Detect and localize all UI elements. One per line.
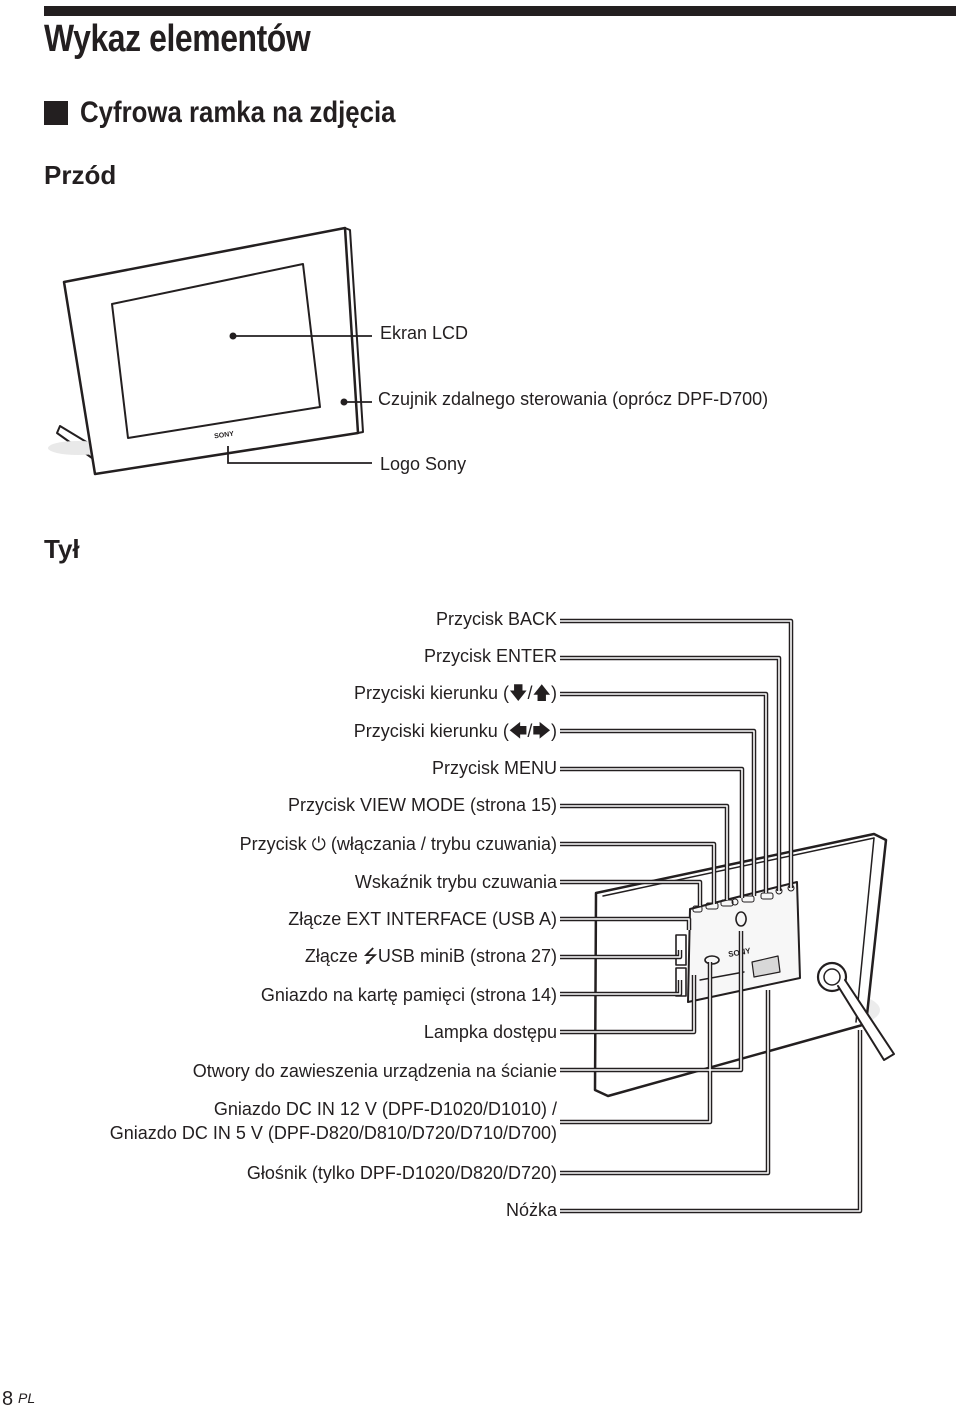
label-enter-button: Przycisk ENTER [423, 646, 557, 666]
label-memory-card-slot: Gniazdo na kartę pamięci (strona 14) [260, 985, 557, 1005]
front-heading: Przód [44, 160, 117, 190]
label-menu-button: Przycisk MENU [432, 758, 557, 778]
label-dc-in-12v: Gniazdo DC IN 12 V (DPF-D1020/D1010) / [213, 1099, 557, 1119]
label-dc-in-5v: Gniazdo DC IN 5 V (DPF-D820/D810/D720/D7… [109, 1123, 557, 1143]
section-title: Cyfrowa ramka na zdjęcia [80, 96, 396, 129]
page-language: PL [18, 1390, 36, 1406]
label-direction-left-right: Przyciski kierunku (🡄/🡆) [353, 721, 557, 741]
section-bullet-icon [44, 101, 68, 125]
label-remote-sensor: Czujnik zdalnego sterowania (oprócz DPF-… [378, 389, 769, 409]
back-leader-lines [560, 618, 863, 1214]
page-number: 8 [2, 1388, 14, 1410]
label-back-button: Przycisk BACK [435, 609, 557, 629]
front-sony-logo: SONY [214, 431, 235, 441]
label-ext-interface: Złącze EXT INTERFACE (USB A) [288, 909, 557, 929]
label-view-mode-button: Przycisk VIEW MODE (strona 15) [287, 795, 557, 815]
back-heading: Tył [44, 534, 80, 564]
back-frame-illustration: SONY [593, 832, 895, 1098]
front-frame-illustration: SONY [48, 226, 364, 476]
label-usb-minib: Złącze ⭍USB miniB (strona 27) [304, 946, 557, 966]
label-direction-up-down: Przyciski kierunku (🡇/🡅) [353, 683, 557, 703]
label-wall-mount-holes: Otwory do zawieszenia urządzenia na ścia… [192, 1061, 557, 1081]
label-standby-indicator: Wskaźnik trybu czuwania [354, 872, 557, 892]
top-rule [44, 6, 956, 16]
label-lcd-screen: Ekran LCD [380, 323, 469, 343]
label-speaker: Głośnik (tylko DPF-D1020/D820/D720) [246, 1163, 557, 1183]
page-title: Wykaz elementów [44, 18, 311, 60]
label-power-button: Przycisk ⏻ (włączania / trybu czuwania) [239, 834, 557, 854]
label-stand: Nóżka [505, 1200, 557, 1220]
label-access-lamp: Lampka dostępu [423, 1022, 557, 1042]
front-leader-lines [227, 332, 372, 464]
label-sony-logo: Logo Sony [380, 454, 467, 474]
